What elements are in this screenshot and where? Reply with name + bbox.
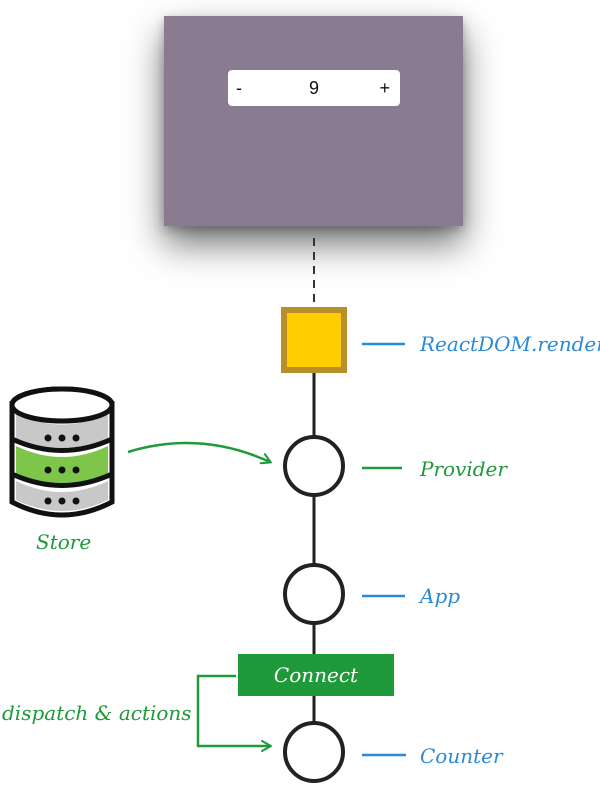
store-label: Store bbox=[36, 530, 91, 554]
counter-label: Counter bbox=[420, 744, 504, 768]
database-icon bbox=[9, 386, 115, 518]
dispatch-label: dispatch & actions bbox=[2, 701, 192, 725]
connect-box bbox=[238, 654, 394, 696]
provider-label: Provider bbox=[419, 457, 508, 481]
app-label: App bbox=[418, 584, 460, 608]
render-root-box bbox=[281, 307, 347, 373]
app-window: - 9 + bbox=[164, 16, 463, 226]
increment-button[interactable]: + bbox=[379, 78, 390, 98]
decrement-button[interactable]: - bbox=[236, 78, 242, 98]
connect-label: Connect bbox=[274, 663, 359, 687]
provider-node bbox=[283, 435, 345, 497]
render-label: ReactDOM.render bbox=[419, 332, 600, 356]
counter-widget: - 9 + bbox=[228, 70, 400, 106]
store-to-provider-arrow bbox=[127, 441, 272, 465]
app-node bbox=[283, 563, 345, 625]
counter-node bbox=[283, 721, 345, 783]
dispatch-arrow bbox=[196, 674, 272, 752]
counter-value: 9 bbox=[308, 78, 319, 98]
